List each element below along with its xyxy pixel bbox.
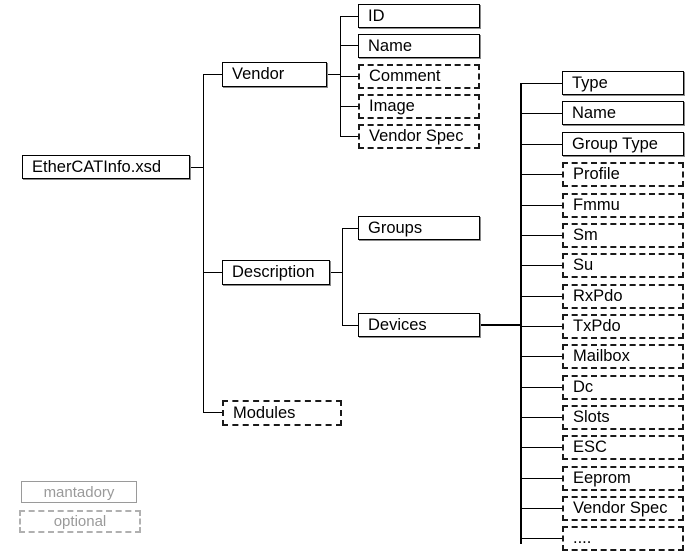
node-device-slots[interactable]: Slots (562, 405, 684, 430)
node-label: Image (369, 97, 415, 116)
node-label: Modules (233, 403, 296, 422)
connector-description-to-devices (342, 325, 359, 326)
node-label: Group Type (572, 134, 658, 153)
node-device-vendor-spec[interactable]: Vendor Spec (562, 496, 684, 521)
connector-devices-trunk (520, 83, 522, 544)
node-devices[interactable]: Devices (358, 313, 480, 337)
node-device-sm[interactable]: Sm (562, 223, 684, 248)
node-label: Type (572, 73, 608, 92)
connector-devices-stub (480, 324, 522, 326)
node-groups[interactable]: Groups (358, 216, 480, 240)
node-label: Name (368, 36, 413, 55)
connector-trunk-to-description (203, 272, 223, 273)
node-label: Sm (573, 226, 598, 245)
node-vendor-image[interactable]: Image (358, 94, 480, 119)
node-label: Fmmu (573, 196, 620, 215)
node-label: EtherCATInfo.xsd (32, 157, 161, 176)
node-label: Vendor Spec (573, 499, 668, 518)
node-vendor[interactable]: Vendor (222, 62, 327, 87)
connector-vendor-to-image (340, 106, 359, 107)
node-device-su[interactable]: Su (562, 253, 684, 278)
node-modules[interactable]: Modules (222, 400, 342, 426)
node-device-name[interactable]: Name (562, 101, 684, 125)
connector-devices-to-grouptype (521, 144, 562, 145)
node-device-dc[interactable]: Dc (562, 375, 684, 400)
node-label: Groups (368, 218, 423, 237)
connector-devices-to-slots (521, 417, 562, 418)
node-description[interactable]: Description (222, 260, 330, 285)
connector-vendor-stub (327, 74, 340, 75)
node-device-esc[interactable]: ESC (562, 435, 684, 460)
node-label: Description (232, 263, 315, 282)
node-device-type[interactable]: Type (562, 71, 684, 95)
connector-devices-to-vendorspec (521, 508, 562, 509)
node-label: Slots (573, 408, 610, 427)
node-label: TxPdo (573, 317, 621, 336)
connector-devices-to-su (521, 265, 562, 266)
legend-label: optional (53, 513, 107, 530)
node-label: Name (572, 103, 617, 122)
node-vendor-comment[interactable]: Comment (358, 64, 480, 89)
node-root-ethercatinfo[interactable]: EtherCATInfo.xsd (22, 155, 190, 179)
connector-description-trunk (342, 228, 343, 326)
connector-devices-to-profile (521, 174, 562, 175)
connector-devices-to-esc (521, 447, 562, 448)
connector-devices-to-mailbox (521, 356, 562, 357)
node-vendor-name[interactable]: Name (358, 34, 480, 58)
connector-root-stub (190, 167, 204, 168)
connector-trunk-to-modules (203, 412, 223, 413)
connector-root-trunk (203, 74, 204, 413)
connector-devices-to-name (521, 113, 562, 114)
connector-vendor-to-name (340, 45, 359, 46)
node-vendor-id[interactable]: ID (358, 4, 480, 28)
connector-trunk-to-vendor (203, 74, 223, 75)
node-device-group-type[interactable]: Group Type (562, 132, 684, 156)
node-label: RxPdo (573, 287, 623, 306)
node-device-mailbox[interactable]: Mailbox (562, 344, 684, 369)
node-device-more[interactable]: .... (562, 526, 684, 551)
connector-devices-to-txpdo (521, 326, 562, 327)
connector-devices-to-sm (521, 235, 562, 236)
connector-description-stub (330, 272, 342, 273)
node-label: .... (573, 529, 592, 548)
node-device-profile[interactable]: Profile (562, 162, 684, 187)
node-label: Dc (573, 378, 594, 397)
connector-devices-to-rxpdo (521, 296, 562, 297)
node-device-fmmu[interactable]: Fmmu (562, 193, 684, 218)
connector-vendor-to-id (340, 16, 359, 17)
node-label: ESC (573, 438, 607, 457)
node-label: Profile (573, 165, 620, 184)
legend-optional: optional (19, 510, 141, 533)
connector-devices-to-fmmu (521, 205, 562, 206)
node-device-eeprom[interactable]: Eeprom (562, 466, 684, 491)
connector-devices-to-type (521, 83, 562, 84)
node-label: Eeprom (573, 469, 631, 488)
node-label: Vendor (232, 65, 285, 84)
node-vendor-vendor-spec[interactable]: Vendor Spec (358, 124, 480, 149)
node-label: ID (368, 6, 385, 25)
legend-mandatory: mantadory (21, 481, 137, 503)
node-device-rxpdo[interactable]: RxPdo (562, 284, 684, 309)
node-label: Devices (368, 315, 427, 334)
node-device-txpdo[interactable]: TxPdo (562, 314, 684, 339)
connector-description-to-groups (342, 228, 359, 229)
connector-devices-to-more (521, 538, 562, 539)
node-label: Mailbox (573, 347, 630, 366)
connector-devices-to-dc (521, 387, 562, 388)
connector-vendor-to-comment (340, 76, 359, 77)
legend-label: mantadory (43, 483, 115, 501)
node-label: Vendor Spec (369, 127, 464, 146)
connector-vendor-to-vendorspec (340, 136, 359, 137)
connector-devices-to-eeprom (521, 478, 562, 479)
node-label: Su (573, 256, 594, 275)
node-label: Comment (369, 67, 441, 86)
